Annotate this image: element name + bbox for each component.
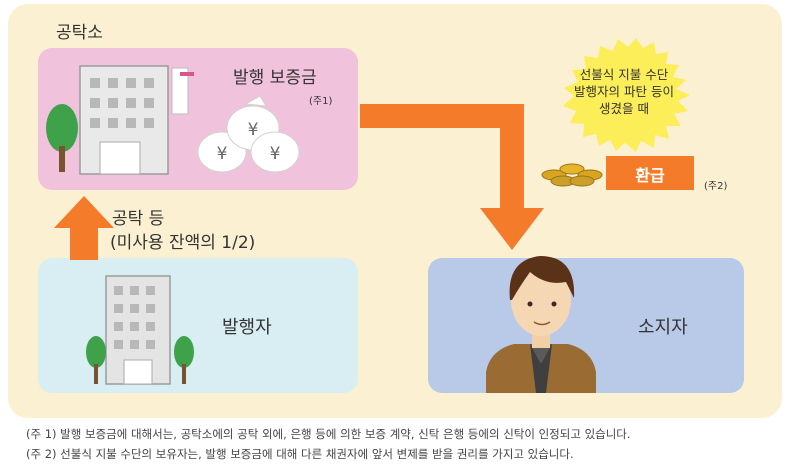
event-starburst (563, 38, 690, 152)
deposit-office-label: 공탁소 (56, 23, 103, 43)
issuer-box (38, 258, 358, 393)
refund-badge (606, 156, 694, 190)
deposit-up-arrow (54, 196, 114, 260)
deposit-line-2: (미사용 잔액의 1/2) (110, 233, 256, 253)
note-mark-2: (주2) (704, 181, 728, 192)
deposit-line-1: 공탁 등 (112, 209, 165, 229)
burst-text: 선불식 지불 수단 발행자의 파탄 등이 생겼을 때 (566, 66, 682, 117)
svg-text:¥: ¥ (248, 120, 259, 140)
note-mark-1: (주1) (309, 96, 333, 107)
holder-label: 소지자 (638, 317, 688, 338)
office-building-icon (105, 275, 171, 385)
svg-text:¥: ¥ (217, 144, 228, 164)
money-bag-icon: ¥ ¥ ¥ (197, 95, 300, 173)
svg-text:¥: ¥ (270, 144, 281, 164)
footnote-1: (주 1) 발행 보증금에 대해서는, 공탁소에의 공탁 외에, 은행 등에 의… (26, 427, 631, 441)
refund-label: 환급 (635, 166, 665, 185)
tree-icon (174, 336, 194, 384)
issuer-label: 발행자 (222, 317, 272, 338)
burst-line: 선불식 지불 수단 (579, 67, 669, 82)
refund-flow-arrow (360, 104, 544, 250)
burst-line: 생겼을 때 (599, 101, 649, 116)
guarantee-title: 발행 보증금 (233, 68, 317, 88)
footnote-2: (주 2) 선불식 지불 수단의 보유자는, 발행 보증금에 대해 다른 채권자… (26, 447, 574, 461)
tree-icon (86, 336, 106, 384)
burst-line: 발행자의 파탄 등이 (574, 84, 674, 99)
tree-icon (46, 104, 78, 172)
coins-icon (541, 163, 603, 187)
office-building-icon (79, 65, 194, 175)
person-icon (486, 256, 596, 393)
